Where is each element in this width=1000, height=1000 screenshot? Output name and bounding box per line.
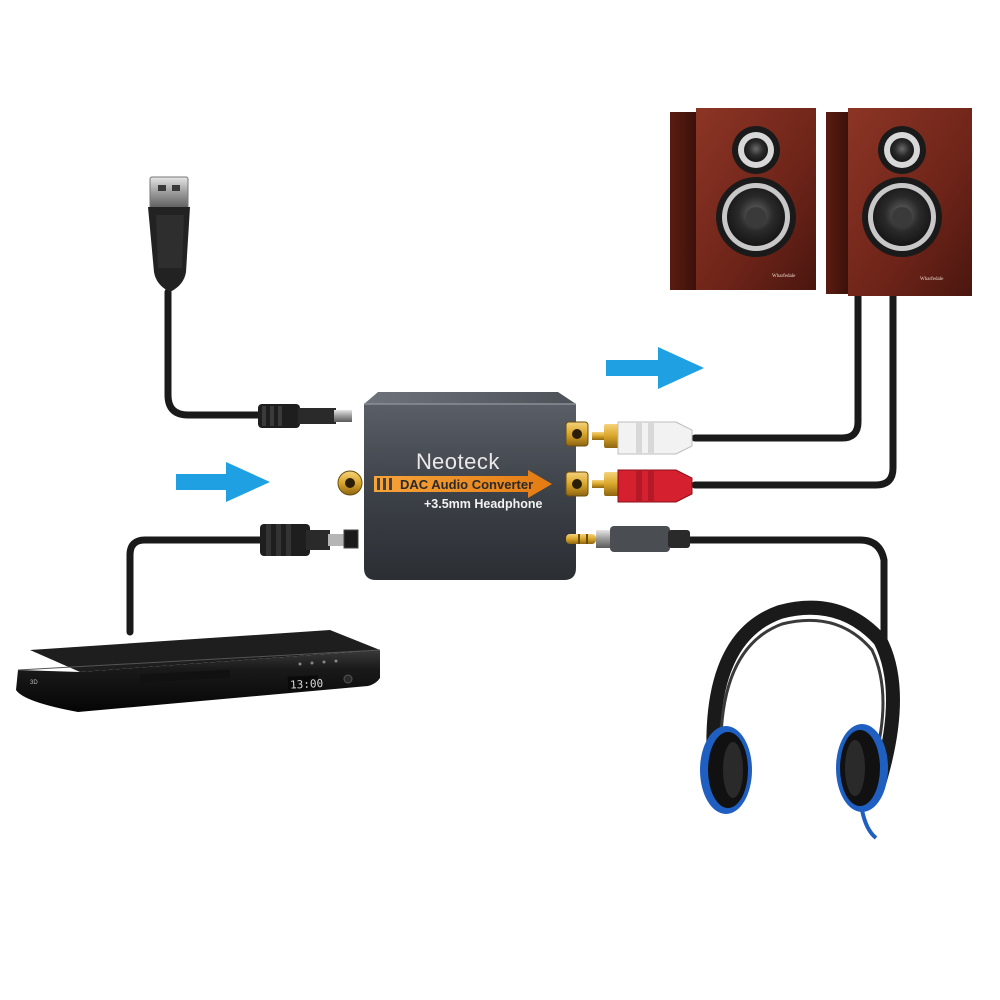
headphone-jack-icon xyxy=(566,526,690,552)
rca-white-cable xyxy=(691,284,862,442)
blu-ray-player: 13:00 3D xyxy=(16,630,381,712)
headphone-cup-right xyxy=(836,724,888,812)
speaker-left: Wharfedale xyxy=(670,108,816,290)
headphone-cup-left xyxy=(700,726,752,814)
optical-toslink-plug-icon xyxy=(260,524,356,556)
usb-power-cable xyxy=(164,288,266,419)
label-band: DAC Audio Converter xyxy=(374,470,552,498)
dc-barrel-plug-icon xyxy=(258,404,352,428)
rca-plug-icon xyxy=(592,469,693,503)
dac-converter-box: N eoteck DAC Audio Converter +3.5mm Head… xyxy=(337,392,589,580)
player-display: 13:00 xyxy=(290,677,324,692)
usb-plug-icon xyxy=(148,176,190,292)
rca-red-cable xyxy=(691,288,897,489)
player-logo: 3D xyxy=(30,680,38,686)
optical-input-port xyxy=(343,529,359,549)
rca-output-jack-right xyxy=(565,471,589,497)
device-label-main: DAC Audio Converter xyxy=(400,477,533,492)
coaxial-input-jack xyxy=(337,470,363,496)
headphone-cable xyxy=(684,536,888,644)
rca-output-jack-left xyxy=(565,421,589,447)
cables xyxy=(126,284,897,644)
flow-arrow-icon xyxy=(176,462,270,502)
speaker-right: Wharfedale xyxy=(826,108,972,296)
brand-logo: N eoteck xyxy=(416,449,500,474)
bookshelf-speakers: Wharfedale Wharfedale xyxy=(670,108,972,296)
brand-name: eoteck xyxy=(432,449,500,474)
speaker-logo: Wharfedale xyxy=(920,277,944,282)
brand-initial: N xyxy=(416,449,432,474)
optical-cable xyxy=(126,536,269,636)
flow-arrow-icon xyxy=(606,347,704,389)
speaker-logo: Wharfedale xyxy=(772,274,796,279)
device-label-sub: +3.5mm Headphone xyxy=(424,497,542,511)
rca-plug-icon xyxy=(592,421,693,455)
headphones xyxy=(700,600,900,840)
